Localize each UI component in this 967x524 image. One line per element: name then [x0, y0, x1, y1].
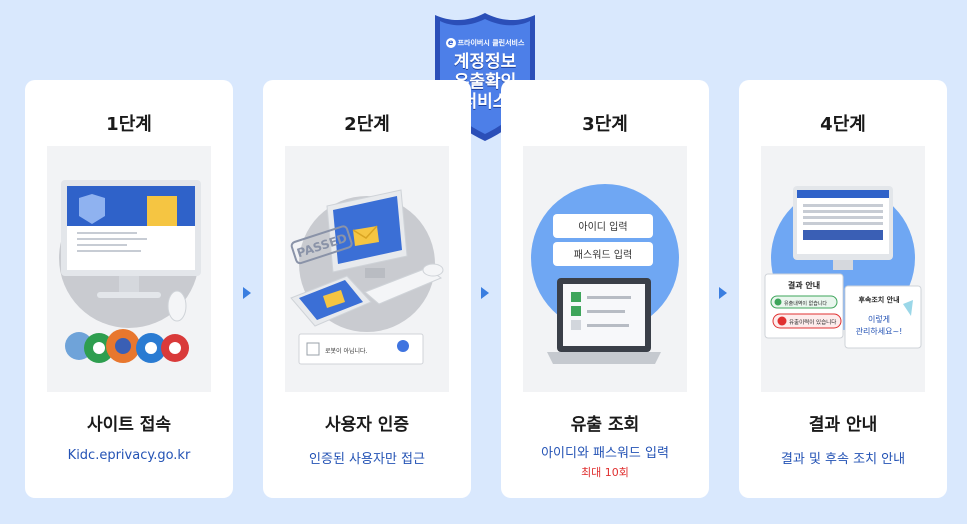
leak-lookup-illustration: 아이디 입력 패스워드 입력 — [523, 146, 687, 392]
step-card-4: 4단계 결과 안내 유출내역이 없습니다 유출이력이 있습니다 후속조치 안내 … — [739, 80, 947, 498]
step-note: 최대 10회 — [501, 464, 709, 480]
step-label: 1단계 — [25, 110, 233, 136]
check-circle-icon — [775, 299, 782, 306]
step-name: 결과 안내 — [739, 410, 947, 435]
alert-circle-icon — [778, 317, 787, 326]
arrow-right-icon — [481, 287, 489, 299]
id-input: 아이디 입력 — [578, 220, 627, 233]
eprivacy-logo-icon: e — [446, 38, 456, 48]
site-url-link[interactable]: Kidc.eprivacy.go.kr — [25, 448, 233, 463]
step-label: 3단계 — [501, 110, 709, 136]
followup-text1: 이렇게 — [868, 314, 890, 324]
result-bad: 유출이력이 있습니다 — [789, 318, 836, 326]
step-label: 2단계 — [263, 110, 471, 136]
arrow-right-icon — [719, 287, 727, 299]
followup-title: 후속조치 안내 — [858, 295, 899, 304]
result-ok: 유출내역이 없습니다 — [784, 300, 827, 307]
result-title: 결과 안내 — [788, 280, 820, 290]
captcha-label: 로봇이 아닙니다. — [325, 347, 368, 355]
step-desc: 인증된 사용자만 접근 — [263, 448, 471, 467]
step-card-1: 1단계 사이트 접속 Kidc.eprivacy.g — [25, 80, 233, 498]
site-access-illustration — [47, 146, 211, 392]
step-name: 사이트 접속 — [25, 410, 233, 435]
password-input: 패스워드 입력 — [574, 248, 632, 261]
step-card-3: 3단계 아이디 입력 패스워드 입력 유출 조회 아이디와 패스워드 입력 최대… — [501, 80, 709, 498]
step-desc: 아이디와 패스워드 입력 — [501, 442, 709, 461]
followup-text2: 관리하세요~! — [856, 326, 903, 336]
step-card-2: 2단계 PASSED 로봇이 아닙니다. 사용자 인증 인증된 사용자만 접근 — [263, 80, 471, 498]
step-label: 4단계 — [739, 110, 947, 136]
arrow-right-icon — [243, 287, 251, 299]
user-auth-illustration: PASSED 로봇이 아닙니다. — [285, 146, 449, 392]
step-desc: 결과 및 후속 조치 안내 — [739, 448, 947, 467]
recaptcha-icon — [397, 340, 409, 352]
result-illustration: 결과 안내 유출내역이 없습니다 유출이력이 있습니다 후속조치 안내 이렇게 … — [761, 146, 925, 392]
step-name: 사용자 인증 — [263, 410, 471, 435]
step-name: 유출 조회 — [501, 410, 709, 435]
